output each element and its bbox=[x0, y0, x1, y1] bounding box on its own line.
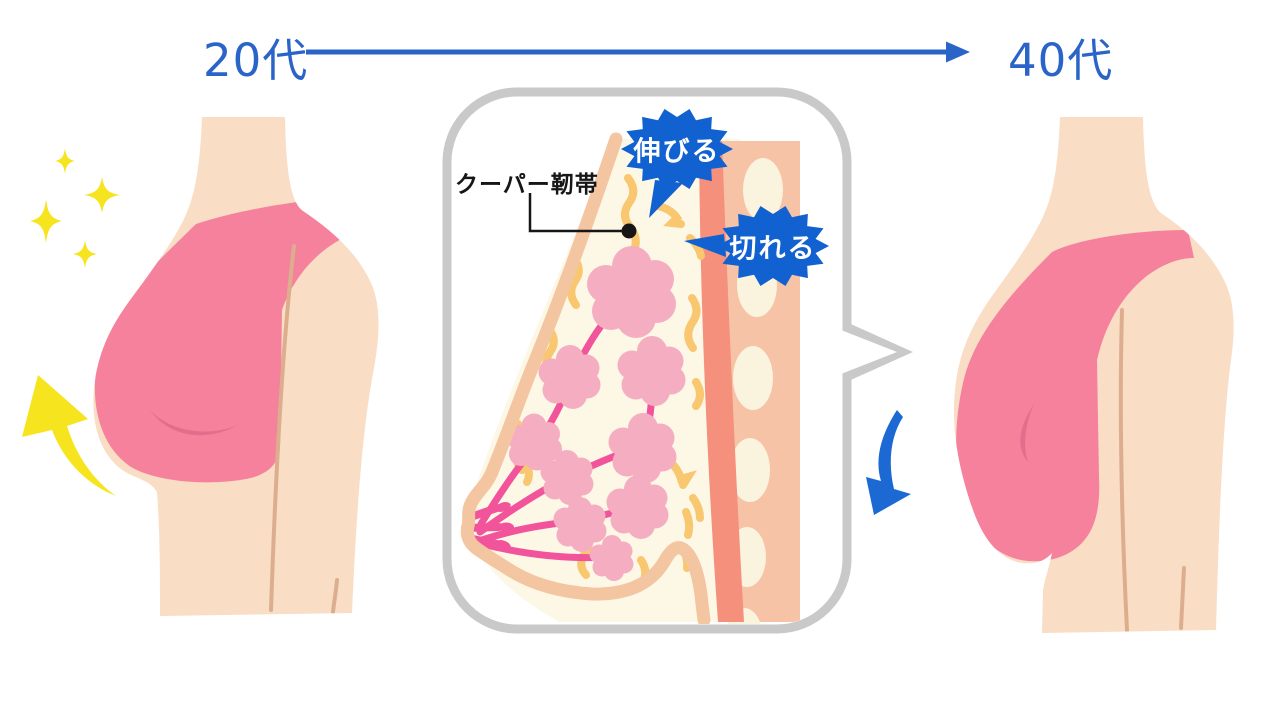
gland-interior bbox=[468, 139, 742, 622]
tear-callout-burst bbox=[684, 206, 829, 286]
label-40s: 40代 bbox=[1008, 34, 1114, 87]
young-woman-figure bbox=[93, 117, 379, 616]
right-arrow-icon bbox=[306, 41, 970, 63]
muscle-strip bbox=[699, 141, 744, 622]
ligament-torn-low-b bbox=[689, 494, 704, 522]
duct-sinuses bbox=[495, 502, 514, 550]
stretch-callout-label: 伸びる bbox=[633, 136, 721, 168]
young-waist-line bbox=[331, 578, 339, 614]
older-bra-shade bbox=[1020, 404, 1034, 462]
older-woman-figure bbox=[953, 117, 1234, 633]
ligament-torn-top-a bbox=[654, 202, 685, 228]
label-20s: 20代 bbox=[203, 34, 309, 87]
curved-up-arrow-icon bbox=[22, 375, 116, 496]
young-arm-line bbox=[269, 244, 296, 612]
stretch-callout-burst bbox=[621, 109, 733, 218]
young-bra bbox=[94, 196, 379, 483]
lobules bbox=[506, 246, 686, 581]
curved-down-arrow-icon bbox=[866, 410, 911, 515]
older-bra-sagging bbox=[956, 230, 1194, 562]
ligament-pointer-dot bbox=[621, 223, 637, 239]
skin-band bbox=[460, 132, 711, 624]
sparkles-icon bbox=[30, 148, 120, 268]
older-arm-line bbox=[1118, 308, 1129, 632]
ligament-label: クーパー靭帯 bbox=[455, 172, 599, 198]
ligament-torn-top-b bbox=[686, 234, 705, 260]
ligament-pointer-line bbox=[528, 193, 637, 239]
young-bra-shade bbox=[150, 410, 240, 436]
tear-callout-label: 切れる bbox=[729, 233, 817, 265]
older-waist-line bbox=[1179, 566, 1186, 630]
